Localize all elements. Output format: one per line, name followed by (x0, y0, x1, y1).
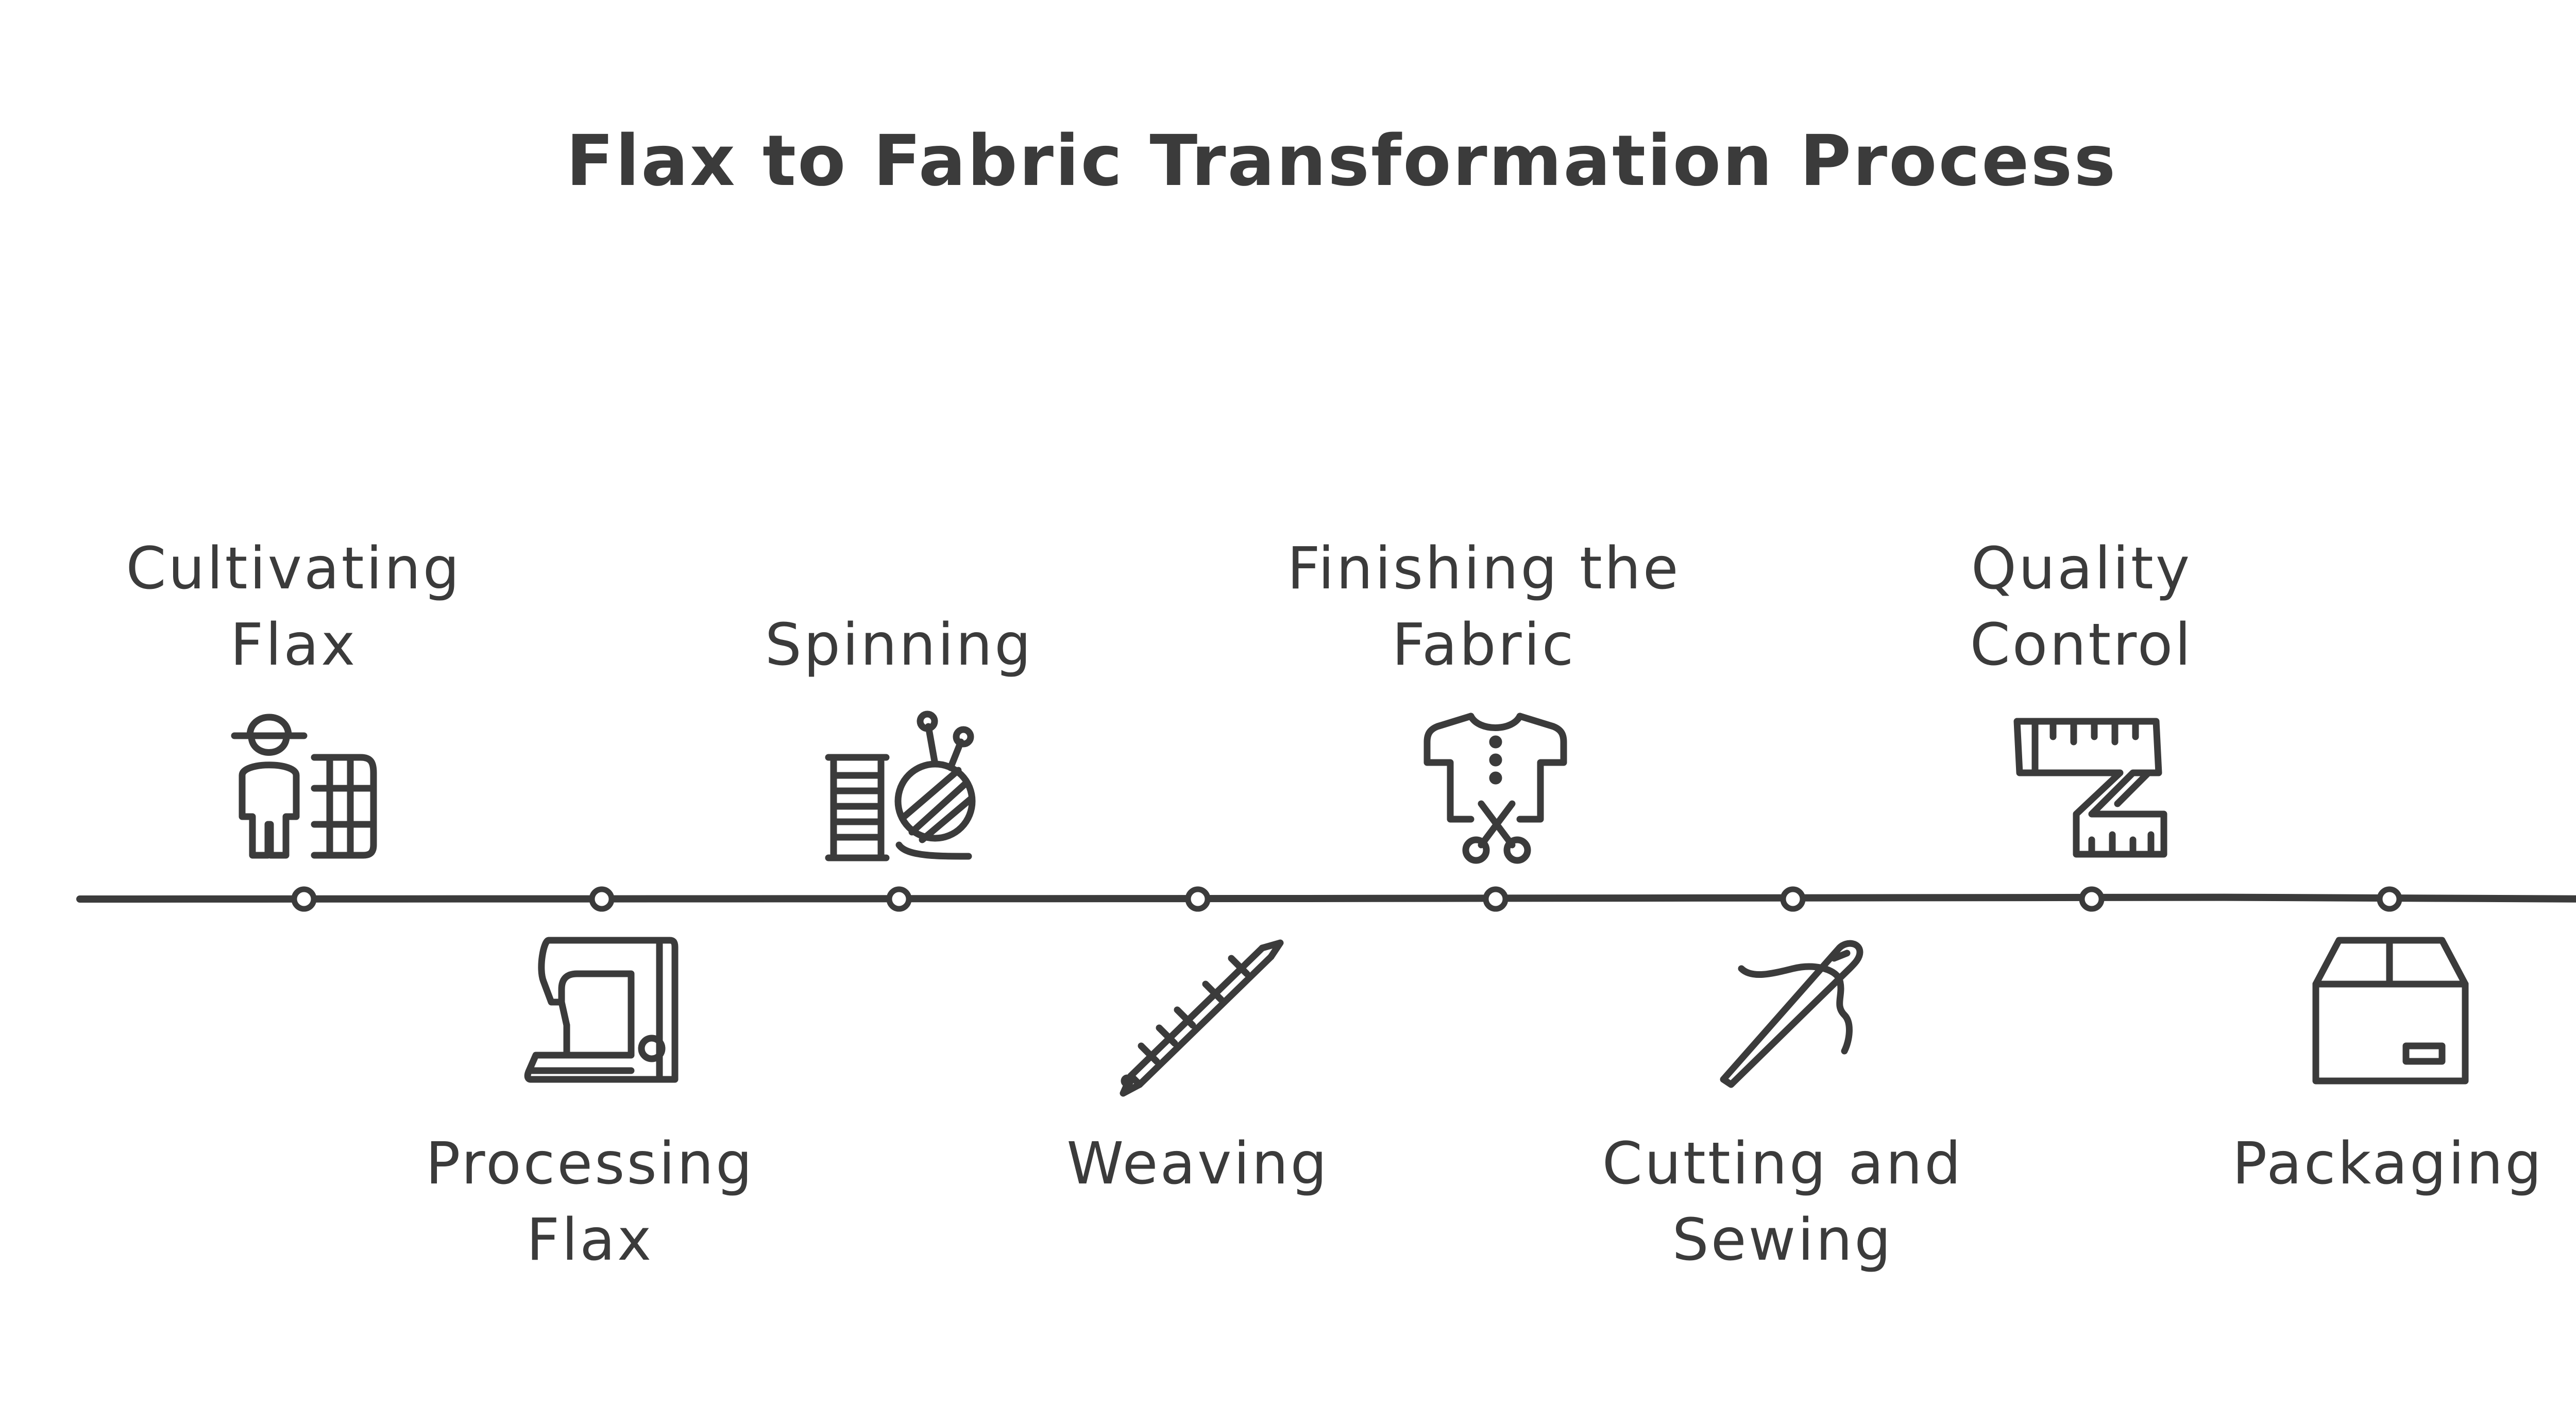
step-label-line: Flax (526, 1207, 654, 1274)
step-label-line: Weaving (1066, 1130, 1329, 1197)
timeline-axis (76, 893, 2576, 903)
timeline-nodes (291, 886, 2402, 912)
timeline-node (2377, 886, 2402, 912)
step-label-line: Flax (230, 612, 358, 679)
farmer-and-crop-icon (231, 714, 377, 859)
timeline-node (1185, 886, 1211, 912)
needle-and-thread-icon (1720, 940, 1863, 1088)
timeline-node (291, 886, 317, 912)
step-label-spinning: Spinning (667, 607, 1131, 683)
step-label-cultivating-flax: Cultivating Flax (62, 531, 526, 683)
step-label-line: Spinning (765, 612, 1033, 679)
step-label-line: Packaging (2232, 1130, 2544, 1197)
step-label-cutting-and-sewing: Cutting and Sewing (1551, 1126, 2014, 1278)
timeline-node (2079, 886, 2105, 912)
package-box-icon (2312, 937, 2469, 1085)
timeline-node (886, 886, 912, 912)
timeline-node (1483, 886, 1509, 912)
step-label-weaving: Weaving (966, 1126, 1430, 1202)
sewing-machine-icon (524, 937, 679, 1083)
step-label-line: Processing (425, 1130, 755, 1197)
step-label-packaging: Packaging (2156, 1126, 2576, 1202)
step-label-line: Cultivating (126, 535, 462, 602)
step-label-quality-control: Quality Control (1850, 531, 2313, 683)
diagram-title: Flax to Fabric Transformation Process (566, 121, 2117, 202)
step-label-line: Finishing the (1287, 535, 1681, 602)
step-label-line: Sewing (1672, 1207, 1893, 1274)
thread-spool-and-yarn-ball-icon (825, 710, 976, 861)
timeline-node (589, 886, 615, 912)
shirt-and-scissors-icon (1423, 713, 1567, 864)
step-label-processing-flax: Processing Flax (358, 1126, 822, 1278)
step-label-line: Cutting and (1602, 1130, 1963, 1197)
step-label-line: Control (1970, 612, 2193, 679)
step-label-line: Quality (1971, 535, 2192, 602)
step-label-finishing-the-fabric: Finishing the Fabric (1252, 531, 1716, 683)
step-label-line: Fabric (1392, 612, 1576, 679)
measuring-tape-icon (2013, 718, 2167, 858)
timeline-node (1780, 886, 1806, 912)
weaving-needle-icon (1120, 939, 1284, 1097)
